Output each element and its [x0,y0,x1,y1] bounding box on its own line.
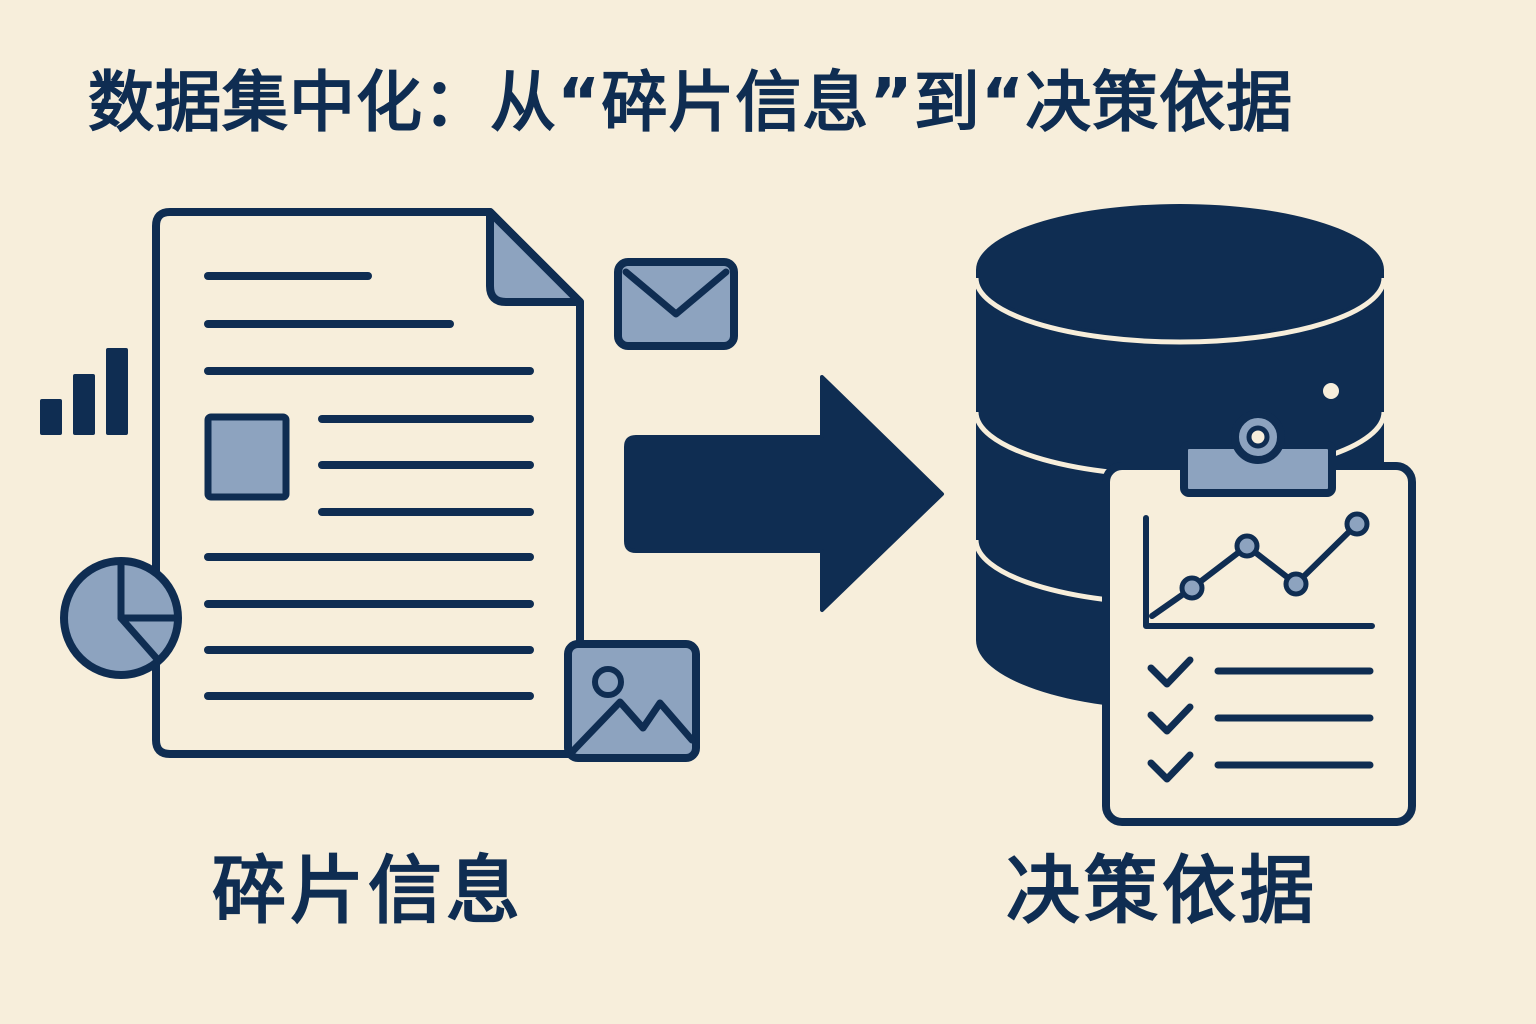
document-text-lines [204,272,534,700]
pie-chart-icon [60,557,182,679]
bar-chart-icon [40,348,128,435]
image-icon [564,640,700,762]
line-chart-icon [1143,511,1375,629]
arrow-right-icon [624,375,944,612]
email-icon [614,258,738,350]
checklist-icon [1147,656,1374,783]
clipboard-report-icon [1102,410,1416,826]
document-thumbnail-block [204,413,290,501]
fragmented-info-label: 碎片信息 [212,848,524,934]
page-title: 数据集中化：从“碎片信息”到“决策依据 [88,64,1294,141]
decision-basis-label: 决策依据 [1006,848,1318,934]
document-icon [152,208,584,758]
